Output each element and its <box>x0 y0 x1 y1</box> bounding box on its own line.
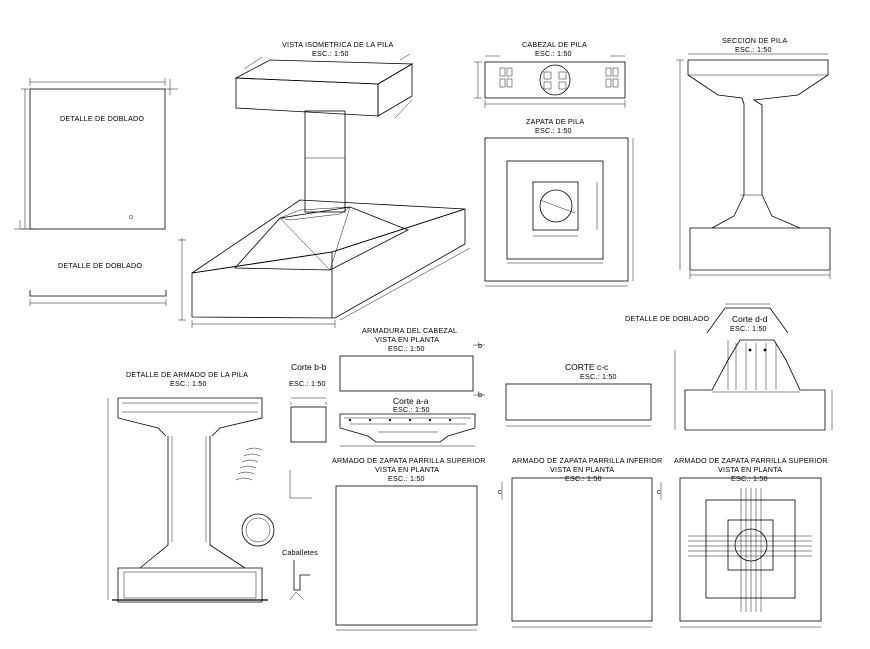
zap-sup-scale: ESC.: 1:50 <box>388 474 425 483</box>
cabezal-de-pila: CABEZAL DE PILA ESC.: 1:50 <box>474 40 626 108</box>
corte-b-b: Corte b-b ESC.: 1:50 <box>289 362 327 443</box>
armado-pila-title: DETALLE DE ARMADO DE LA PILA <box>126 370 248 379</box>
label-c-left: c <box>498 487 502 496</box>
caballetes: Caballetes <box>282 548 318 601</box>
armadura-vista-planta: VISTA EN PLANTA <box>375 335 439 344</box>
zap-sup2-title: ARMADO DE ZAPATA PARRILLA SUPERIOR <box>674 456 828 465</box>
zapata-de-pila: ZAPATA DE PILA ESC.: 1:50 <box>484 117 634 287</box>
armadura-cabezal: ARMADURA DEL CABEZAL VISTA EN PLANTA ESC… <box>339 326 485 399</box>
cabezal-title: CABEZAL DE PILA <box>522 40 587 49</box>
detalle-doblado-bar: DETALLE DE DOBLADO <box>29 261 167 306</box>
zap-sup-vista: VISTA EN PLANTA <box>375 465 439 474</box>
detalle-doblado-square: DETALLE DE DOBLADO <box>14 78 178 230</box>
label-b-bottom: b <box>478 390 482 399</box>
caballetes-title: Caballetes <box>282 548 318 557</box>
corte-cc-scale: ESC.: 1:50 <box>580 372 617 381</box>
cabezal-scale: ESC.: 1:50 <box>535 49 572 58</box>
zapata-parrilla-superior-2: ARMADO DE ZAPATA PARRILLA SUPERIOR VISTA… <box>674 456 828 628</box>
seccion-de-pila: SECCION DE PILA ESC.: 1:50 <box>676 36 831 279</box>
corte-dd-scale: ESC.: 1:50 <box>730 324 767 333</box>
zap-sup2-vista: VISTA EN PLANTA <box>718 465 782 474</box>
detalle-armado-pila: DETALLE DE ARMADO DE LA PILA ESC.: 1:50 <box>107 370 312 603</box>
detalle-doblado-title-2: DETALLE DE DOBLADO <box>58 261 142 270</box>
corte-aa-title: Corte a-a <box>393 396 429 406</box>
iso-title: VISTA ISOMETRICA DE LA PILA <box>282 40 394 49</box>
zapata-title: ZAPATA DE PILA <box>526 117 584 126</box>
zap-inf-vista: VISTA EN PLANTA <box>550 465 614 474</box>
zap-inf-title: ARMADO DE ZAPATA PARRILLA INFERIOR <box>512 456 662 465</box>
zapata-scale: ESC.: 1:50 <box>535 126 572 135</box>
detalle-doblado-title-1: DETALLE DE DOBLADO <box>60 114 144 123</box>
detalle-doblado-title-3: DETALLE DE DOBLADO <box>625 314 709 323</box>
zapata-parrilla-superior: ARMADO DE ZAPATA PARRILLA SUPERIOR VISTA… <box>332 456 486 631</box>
zapata-parrilla-inferior: ARMADO DE ZAPATA PARRILLA INFERIOR VISTA… <box>498 456 662 628</box>
armadura-scale: ESC.: 1:50 <box>388 344 425 353</box>
corte-a-a: Corte a-a ESC.: 1:50 <box>339 396 476 447</box>
seccion-scale: ESC.: 1:50 <box>735 45 772 54</box>
corte-c-c: CORTE c-c ESC.: 1:50 <box>505 362 652 427</box>
corte-bb-scale: ESC.: 1:50 <box>289 379 326 388</box>
label-b-top: b <box>478 341 482 350</box>
corte-bb-title: Corte b-b <box>291 362 327 372</box>
isometric-view: VISTA ISOMETRICA DE LA PILA ESC.: 1:50 <box>178 40 471 328</box>
corte-aa-scale: ESC.: 1:50 <box>393 405 430 414</box>
zap-inf-scale: ESC.: 1:50 <box>565 474 602 483</box>
seccion-title: SECCION DE PILA <box>722 36 787 45</box>
zap-sup2-scale: ESC.: 1:50 <box>731 474 768 483</box>
zap-sup-title: ARMADO DE ZAPATA PARRILLA SUPERIOR <box>332 456 486 465</box>
armado-pila-scale: ESC.: 1:50 <box>170 379 207 388</box>
iso-scale: ESC.: 1:50 <box>312 49 349 58</box>
armadura-cabezal-title: ARMADURA DEL CABEZAL <box>362 326 457 335</box>
corte-dd-title: Corte d-d <box>732 314 768 324</box>
corte-cc-title: CORTE c-c <box>565 362 609 372</box>
corte-d-d: DETALLE DE DOBLADO Corte d-d ESC.: 1:50 <box>625 303 833 431</box>
label-c-right: c <box>657 487 661 496</box>
